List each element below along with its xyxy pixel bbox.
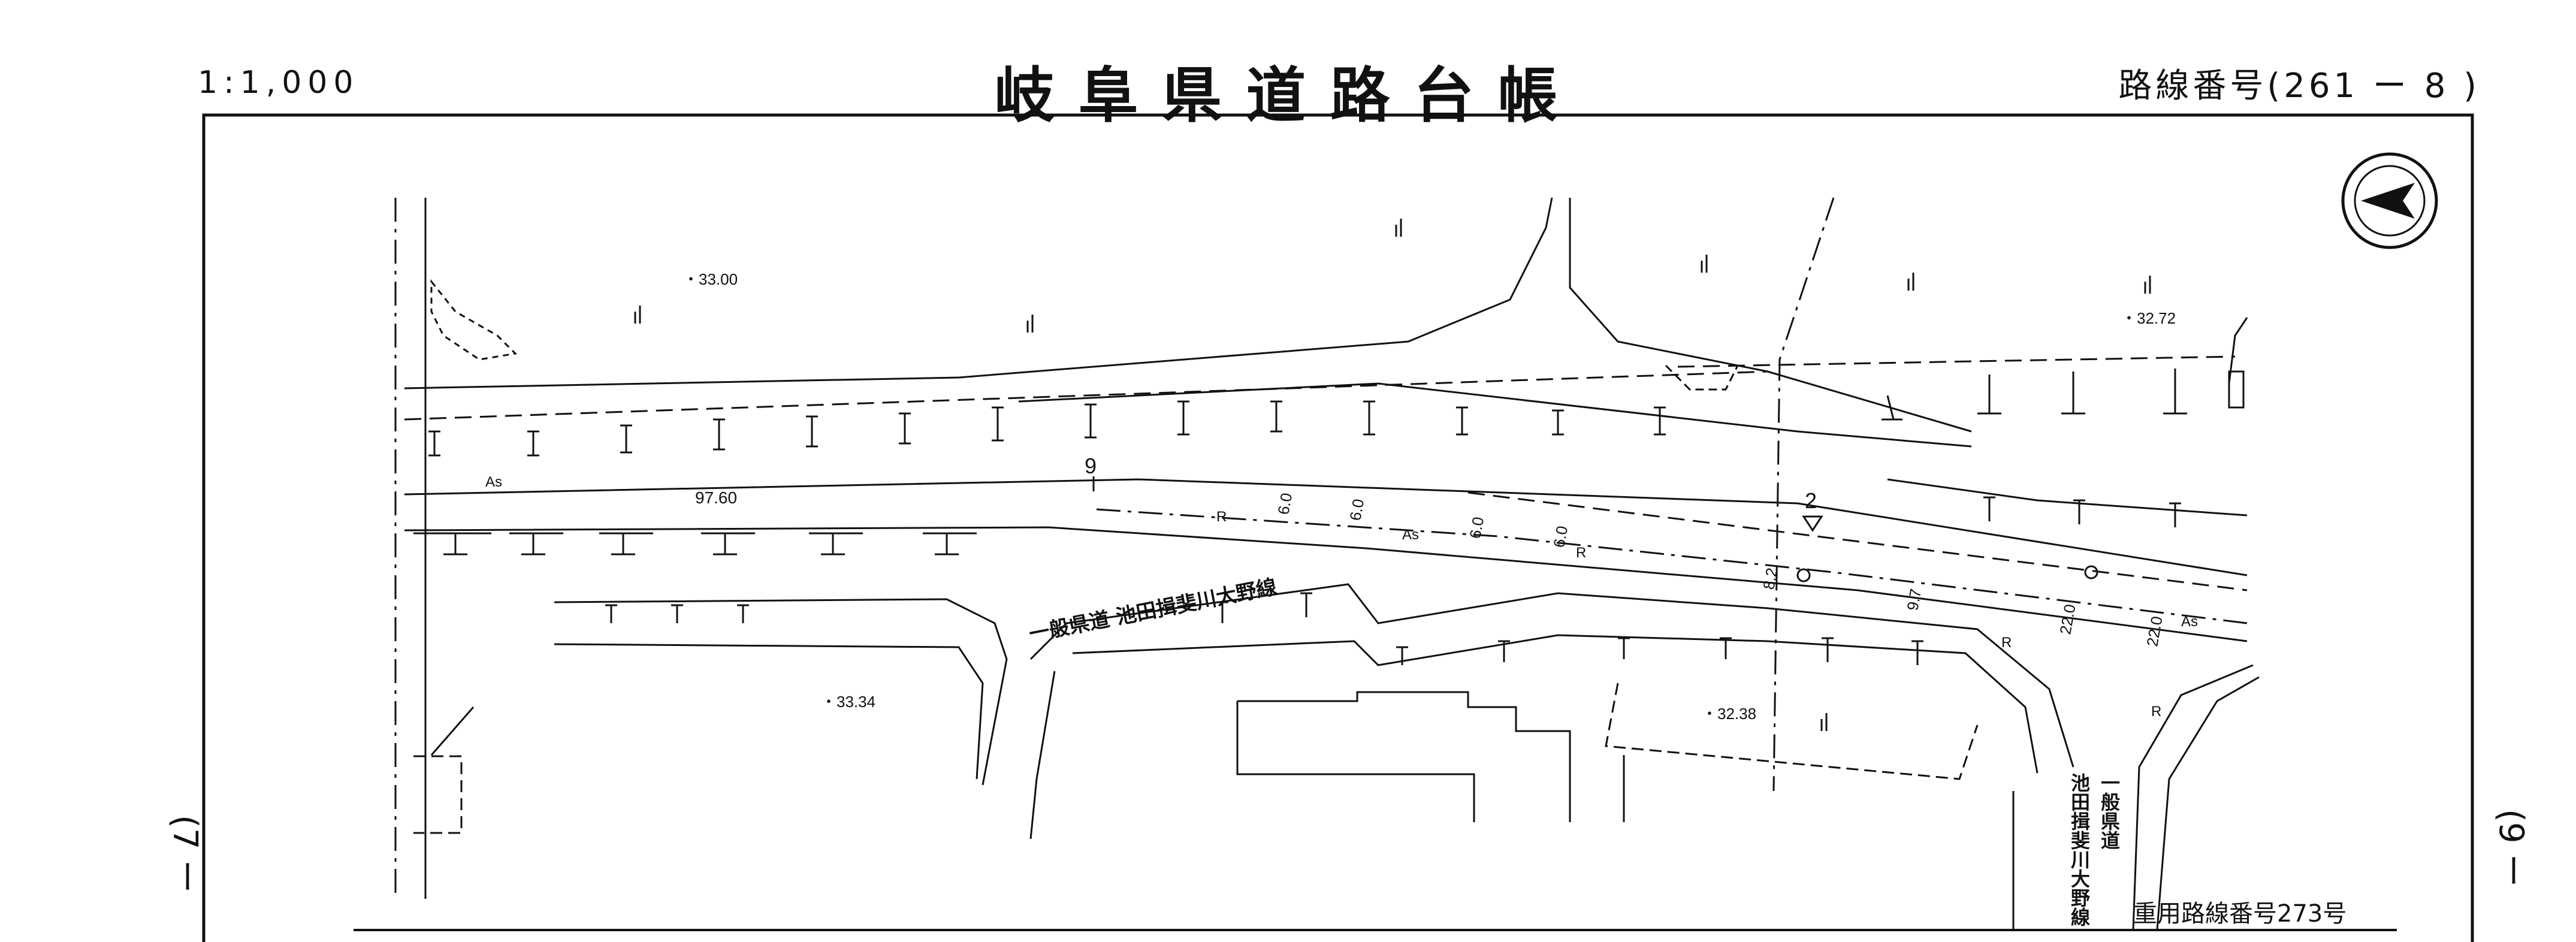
distance-label: 97.60 [695, 488, 737, 507]
road-name-vertical: 一般県道 池田揖斐川大野線 [2068, 773, 2121, 926]
tree-cluster [430, 279, 518, 361]
road-edge [1887, 478, 2248, 517]
sheet-ref-left: (7 ー [165, 815, 204, 894]
elevation-label: ・33.00 [683, 270, 738, 288]
road-edge [1018, 382, 1972, 448]
radius-label: R [2151, 704, 2161, 720]
building-outline [1237, 691, 1571, 822]
building-outline-dashed [413, 755, 463, 834]
station-number: 9 [1085, 454, 1097, 478]
survey-point-icon [1796, 568, 1811, 582]
plot-boundary-dashed [1665, 364, 1739, 391]
pavement-label: As [1402, 527, 1419, 543]
branch-road-edge [2132, 664, 2254, 931]
carriageway-edge [404, 526, 2248, 642]
radius-label: R [1216, 509, 1227, 525]
pavement-label: As [2181, 614, 2198, 630]
road-name-line-2: 池田揖斐川大野線 [2068, 773, 2091, 926]
survey-point-icon [2084, 565, 2098, 579]
building-outline [1236, 701, 1475, 822]
branch-road-edge [2156, 676, 2260, 931]
carriageway-edge [404, 478, 2248, 576]
width-label: 6.0 [1274, 491, 1295, 516]
width-label: 9.7 [1903, 587, 1925, 612]
elevation-label: ・32.72 [2121, 309, 2176, 327]
station-number: 2 [1805, 488, 1817, 513]
route-boundary-line [1772, 197, 1835, 792]
radius-label: R [2001, 635, 2012, 651]
elevation-label: ・33.34 [821, 693, 875, 711]
building-edge [430, 707, 475, 756]
pavement-label: As [485, 474, 502, 490]
branch-road-edge [1029, 583, 2074, 768]
road-centerline [1096, 508, 2248, 624]
road-name-line-1: 一般県道 [2098, 773, 2121, 850]
sheet-ref-right: (9 ー [2492, 809, 2530, 888]
road-edge-dashed [404, 370, 1768, 421]
road-edge-dashed [1677, 355, 2236, 368]
width-label: 6.0 [1346, 497, 1367, 522]
map-frame [202, 113, 2474, 942]
vegetation-marks [634, 219, 2151, 731]
radius-label: R [1576, 545, 1586, 561]
road-name-label: 一般県道 池田揖斐川大野線 [1027, 575, 1279, 646]
width-label: 6.0 [1550, 524, 1571, 549]
duplicate-route-label: 重用路線番号273号 [2133, 900, 2347, 928]
road-edge-dashed [1467, 491, 2248, 591]
branch-road-edge [1029, 671, 1056, 840]
slope-symbols [413, 369, 2187, 665]
width-label: 22.0 [2143, 615, 2166, 648]
north-arrow-icon [2341, 152, 2438, 249]
structure-box [2228, 370, 2245, 409]
width-label: 22.0 [2056, 603, 2079, 636]
route-number: 路線番号(261 ー 8 ) [2118, 67, 2480, 105]
road-edge [404, 197, 1553, 390]
map-scale: 1:1,000 [198, 65, 360, 101]
structure-outline [2228, 317, 2248, 384]
width-label: 8.2 [1759, 566, 1781, 591]
branch-road-edge [554, 598, 1008, 786]
benchmark-triangle-icon [1802, 515, 1823, 532]
road-edge [1569, 198, 1972, 433]
plot-boundary-dashed [1605, 683, 1979, 780]
width-label: 6.0 [1466, 515, 1487, 540]
elevation-label: ・32.38 [1702, 705, 1756, 723]
branch-road-edge [554, 643, 984, 780]
page-title: 岐阜県道路台帳 [994, 61, 1582, 131]
branch-road-edge [1072, 634, 2039, 774]
